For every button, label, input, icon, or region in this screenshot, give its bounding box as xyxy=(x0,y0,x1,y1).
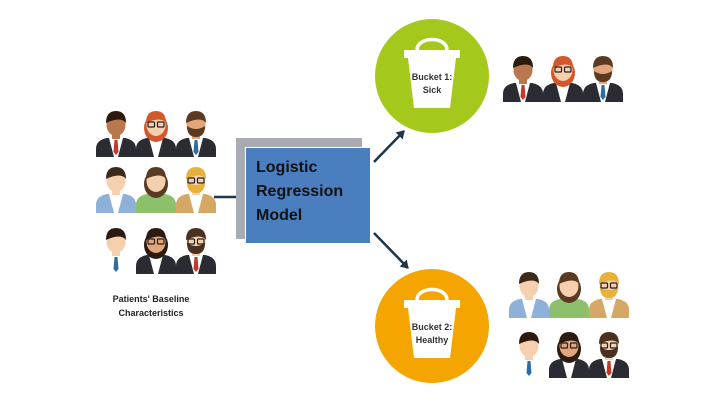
person-icon xyxy=(136,228,176,274)
model-title-line-3: Model xyxy=(256,207,303,224)
bucket-icon: Bucket 1: Sick xyxy=(404,37,460,108)
input-caption-line-1: Patients' Baseline xyxy=(112,294,190,304)
input-caption-line-2: Characteristics xyxy=(118,308,184,318)
arrow-model-to-bucket-1 xyxy=(373,130,405,163)
person-icon xyxy=(96,167,136,213)
bucket-icon: Bucket 2: Healthy xyxy=(404,287,460,358)
bucket-2-label: Bucket 2: xyxy=(412,322,453,332)
person-icon xyxy=(176,228,216,274)
person-icon xyxy=(583,56,623,102)
person-icon xyxy=(136,167,176,213)
person-icon xyxy=(503,56,543,102)
person-icon xyxy=(136,111,176,157)
person-icon xyxy=(549,332,589,378)
model-title-line-1: Logistic xyxy=(256,159,318,176)
person-icon xyxy=(509,272,549,318)
person-icon xyxy=(543,56,583,102)
person-icon xyxy=(509,332,549,378)
person-icon xyxy=(589,272,629,318)
person-icon xyxy=(589,332,629,378)
healthy-patients-group xyxy=(509,272,629,378)
bucket-1-label: Bucket 1: xyxy=(412,72,453,82)
input-caption: Patients' Baseline Characteristics xyxy=(86,292,216,320)
bucket-2-category: Healthy xyxy=(416,335,449,345)
model-title-line-2: Regression xyxy=(256,183,344,200)
logistic-regression-model-box: Logistic Regression Model xyxy=(245,147,371,244)
person-icon xyxy=(176,167,216,213)
model-title: Logistic Regression Model xyxy=(256,156,343,228)
sick-patients-group xyxy=(503,56,623,102)
person-icon xyxy=(96,228,136,274)
bucket-1-category: Sick xyxy=(423,85,443,95)
person-icon xyxy=(176,111,216,157)
patients-input-group xyxy=(96,111,216,274)
arrow-model-to-bucket-2 xyxy=(373,232,409,269)
person-icon xyxy=(549,272,589,318)
person-icon xyxy=(96,111,136,157)
